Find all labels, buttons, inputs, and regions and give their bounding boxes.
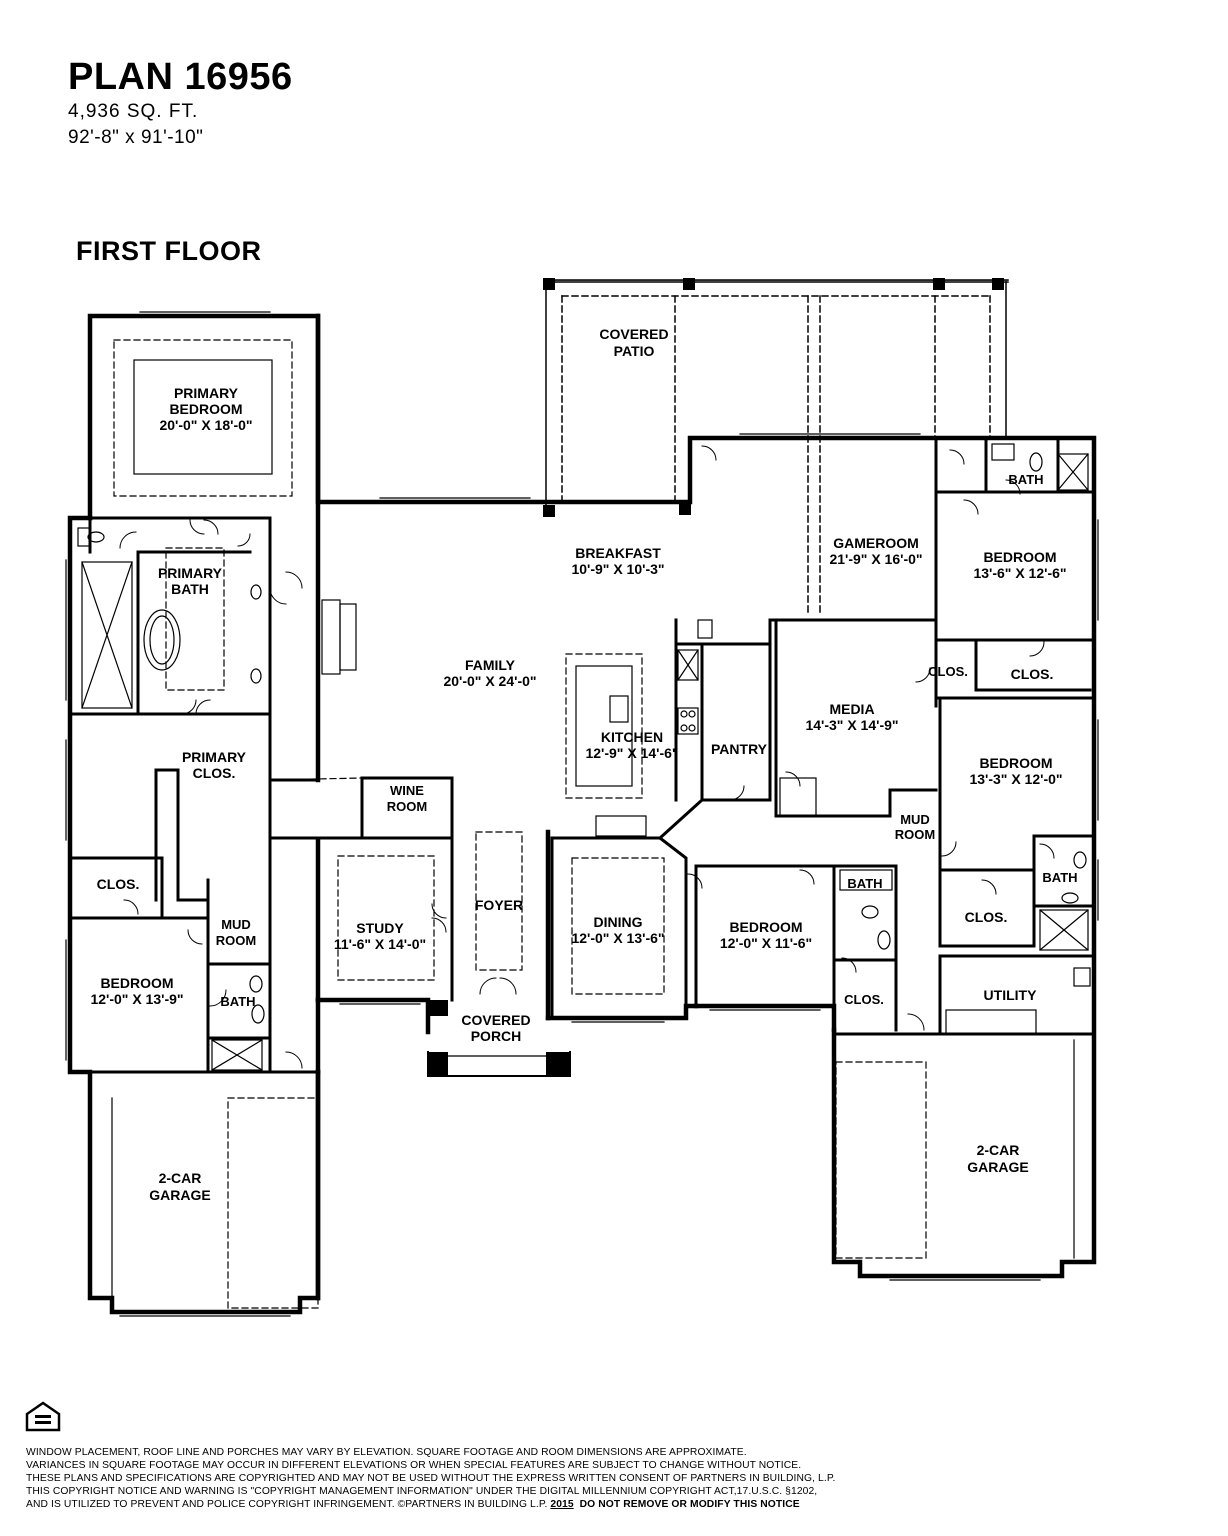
right-garage: [832, 1032, 1096, 1259]
bath-left-label: BATH: [220, 994, 255, 1009]
utility-label: UTILITY: [984, 987, 1038, 1003]
plan-square-footage: 4,936 SQ. FT.: [68, 101, 199, 122]
porch-columns: [428, 1000, 570, 1076]
disclaimer-line-2: VARIANCES IN SQUARE FOOTAGE MAY OCCUR IN…: [26, 1460, 802, 1471]
disclaimer-line-3: THESE PLANS AND SPECIFICATIONS ARE COPYR…: [26, 1473, 836, 1484]
disclaimer-line-5-text: AND IS UTILIZED TO PREVENT AND POLICE CO…: [26, 1499, 551, 1510]
pantry-label: PANTRY: [711, 741, 768, 757]
left-garage: [88, 1069, 321, 1309]
covered-patio-structure: [545, 279, 1009, 617]
plan-title: PLAN 16956: [68, 56, 293, 98]
disclaimer-line-5: AND IS UTILIZED TO PREVENT AND POLICE CO…: [26, 1498, 1216, 1511]
disclaimer-notice: DO NOT REMOVE OR MODIFY THIS NOTICE: [579, 1499, 800, 1510]
floor-label: FIRST FLOOR: [76, 236, 262, 266]
closet-center-label: CLOS.: [844, 992, 884, 1007]
patio-columns: [543, 278, 1004, 517]
closet-media-label: CLOS.: [928, 664, 968, 679]
tray-ceilings: [113, 339, 665, 995]
door-swings: [119, 445, 1055, 1069]
closet-bedroom-top-right-label: CLOS.: [1011, 666, 1054, 682]
bath-top-right-label: BATH: [1008, 472, 1043, 487]
plan-dimensions: 92'-8" x 91'-10": [68, 127, 204, 148]
foyer-label: FOYER: [475, 897, 523, 913]
disclaimer-line-1: WINDOW PLACEMENT, ROOF LINE AND PORCHES …: [26, 1447, 747, 1458]
disclaimer-year: 2015: [550, 1499, 574, 1510]
disclaimer-line-4: THIS COPYRIGHT NOTICE AND WARNING IS "CO…: [26, 1486, 818, 1497]
equal-housing-opportunity-icon: [25, 1401, 61, 1432]
copyright-disclaimer: WINDOW PLACEMENT, ROOF LINE AND PORCHES …: [26, 1446, 1216, 1511]
bath-center-label: BATH: [847, 876, 882, 891]
fixtures: [77, 443, 1091, 1071]
closet-left-label: CLOS.: [97, 876, 140, 892]
closet-right-label: CLOS.: [965, 909, 1008, 925]
bath-right-label: BATH: [1042, 870, 1077, 885]
windows: [65, 311, 1099, 1317]
